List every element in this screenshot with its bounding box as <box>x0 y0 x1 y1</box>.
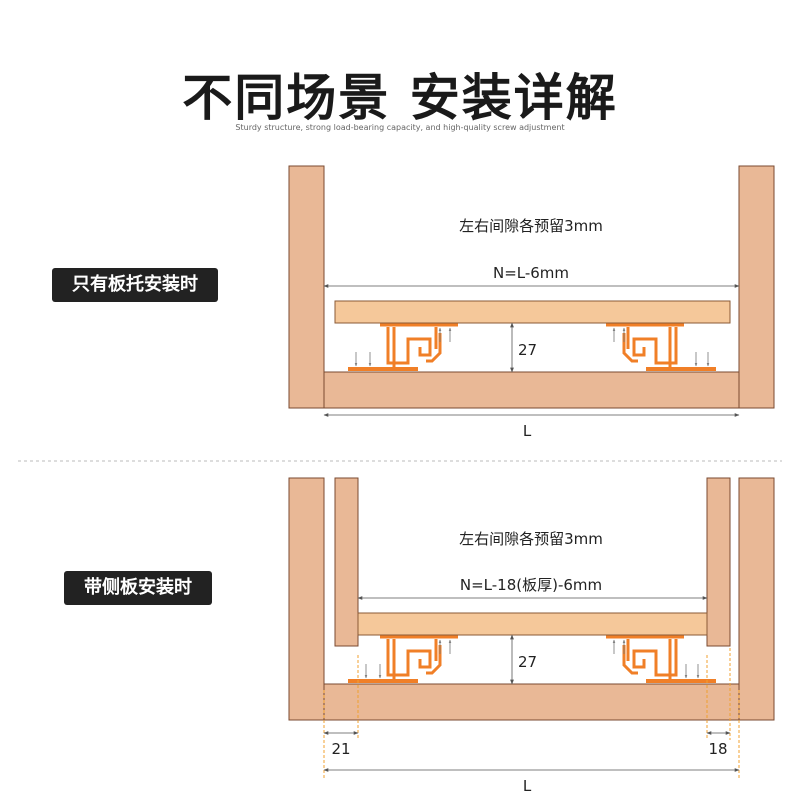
scene2-width-label: L <box>523 777 532 795</box>
scene2-guide-lines <box>323 648 740 778</box>
scene1-width-formula: N=L-6mm <box>493 264 569 282</box>
scene1-left-slide <box>346 323 460 373</box>
scene2-right-offset-label: 18 <box>708 740 727 758</box>
scene2-right-panel <box>738 477 775 721</box>
scene2-left-offset-label: 21 <box>331 740 350 758</box>
scene1-height-label: 27 <box>518 341 537 359</box>
scene2-adjust-arrows <box>364 639 700 679</box>
scene1-tag: 只有板托安装时 <box>52 268 218 302</box>
scene2-gap-note: 左右间隙各预留3mm <box>459 530 603 548</box>
scene2-width-formula: N=L-18(板厚)-6mm <box>460 576 602 594</box>
scene1-tray-board <box>334 300 731 324</box>
scene1-gap-note: 左右间隙各预留3mm <box>459 217 603 235</box>
scene1-width-label: L <box>523 422 532 440</box>
page-title: 不同场景 安装详解 <box>182 69 618 127</box>
scene2-left-panel <box>288 477 325 721</box>
scene2-right-side-board <box>706 477 731 647</box>
page-subtitle: Sturdy structure, strong load-bearing ca… <box>235 123 565 132</box>
scene1-right-slide <box>604 323 718 373</box>
scene1-diagram: 左右间隙各预留3mm N=L-6mm 27 L <box>288 165 775 440</box>
scene1-left-panel <box>288 165 325 409</box>
scene2-base <box>323 683 740 721</box>
scene2-height-label: 27 <box>518 653 537 671</box>
scene2-tag: 带侧板安装时 <box>64 571 212 605</box>
scene1-right-panel <box>738 165 775 409</box>
scene1-adjust-arrows <box>354 327 710 367</box>
scene2-diagram: 左右间隙各预留3mm N=L-18(板厚)-6mm 27 21 18 L <box>288 477 775 795</box>
scene2-tray-board <box>357 612 708 636</box>
scene2-right-slide <box>604 635 718 685</box>
scene2-left-side-board <box>334 477 359 647</box>
scene1-base <box>323 371 740 409</box>
scene2-left-slide <box>346 635 460 685</box>
